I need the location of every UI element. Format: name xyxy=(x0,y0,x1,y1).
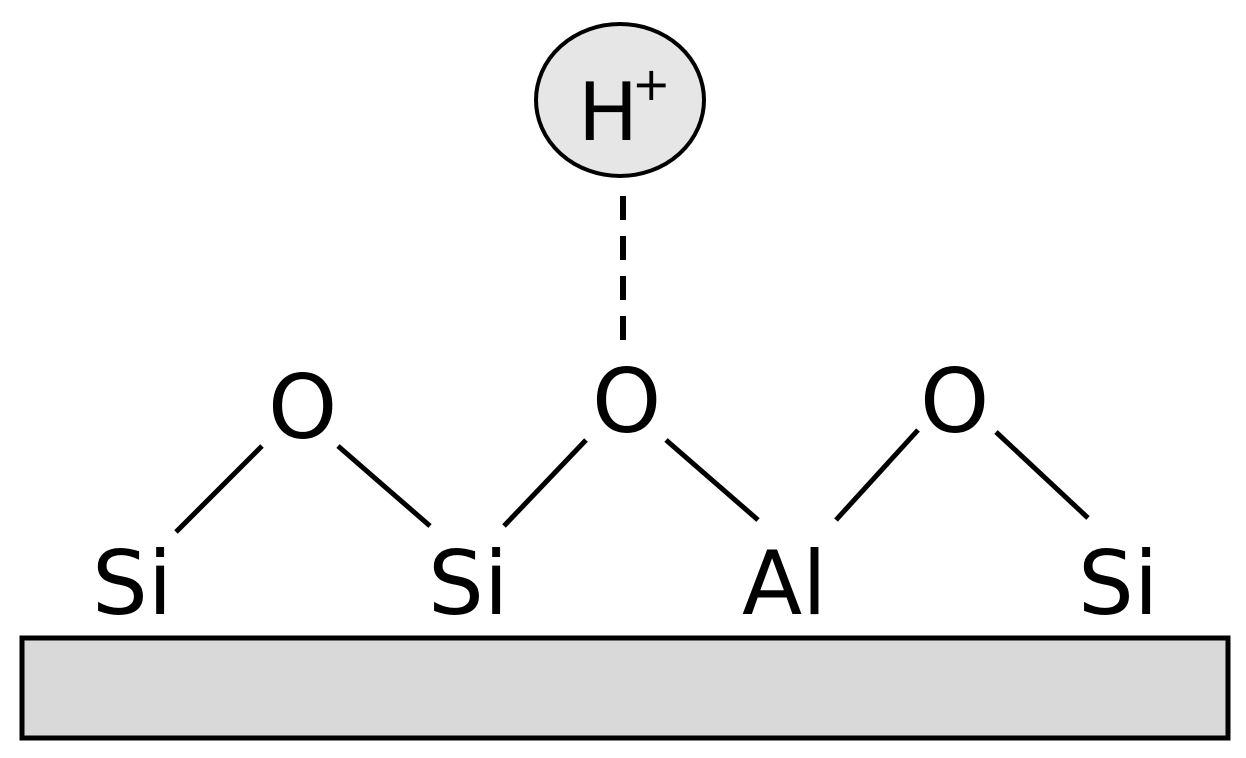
atom-oxygen-3: O xyxy=(920,350,989,453)
atom-aluminum: Al xyxy=(742,532,827,635)
atom-silicon-1: Si xyxy=(92,532,172,635)
atom-silicon-3: Si xyxy=(1078,532,1158,635)
bond-o1-si2 xyxy=(336,444,432,528)
surface-slab xyxy=(19,635,1231,741)
atom-silicon-2: Si xyxy=(428,532,508,635)
atom-oxygen-1: O xyxy=(268,356,337,459)
bond-al-o3 xyxy=(834,428,920,522)
proton-circle xyxy=(534,22,706,178)
bond-si1-o1 xyxy=(174,444,264,534)
bond-o2-al xyxy=(664,438,760,522)
atom-oxygen-2: O xyxy=(592,350,661,453)
proton-label: H xyxy=(578,66,638,159)
proton-symbol: H xyxy=(578,66,638,159)
proton-charge: + xyxy=(632,57,671,111)
bond-o3-si3 xyxy=(994,430,1090,520)
bond-si2-o2 xyxy=(502,438,588,528)
